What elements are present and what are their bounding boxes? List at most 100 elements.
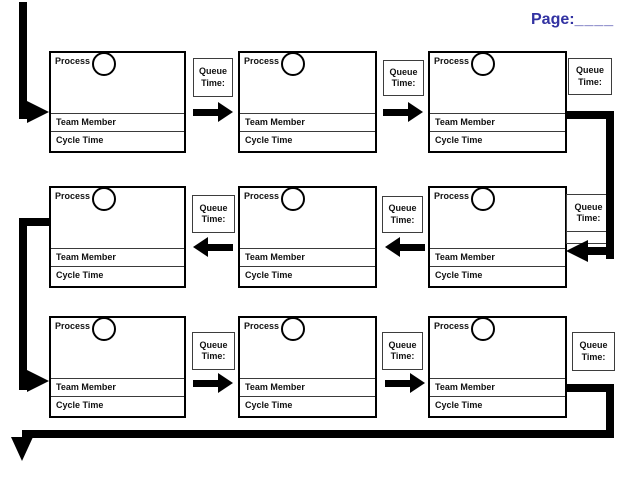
flow-connector-segment: [19, 218, 49, 226]
team-member-row[interactable]: Team Member: [51, 113, 184, 131]
cycle-time-row[interactable]: Cycle Time: [51, 266, 184, 286]
queue-time-box[interactable]: Queue Time:: [382, 196, 423, 233]
process-main-area[interactable]: Process: [430, 187, 565, 248]
queue-time-label: Queue Time:: [389, 66, 418, 88]
flow-arrowhead-right: [218, 373, 233, 393]
flow-connector-segment: [22, 430, 614, 438]
cycle-time-label: Cycle Time: [245, 135, 293, 145]
process-label: Process: [434, 191, 470, 201]
process-box: Process Team Member Cycle Time: [238, 186, 377, 288]
queue-time-label: Queue Time:: [388, 203, 417, 225]
process-box: Process Team Member Cycle Time: [238, 316, 377, 418]
process-step-circle[interactable]: [471, 187, 495, 211]
flow-connector-segment: [606, 111, 614, 259]
queue-time-box[interactable]: Queue Time:: [383, 60, 424, 96]
process-box: Process Team Member Cycle Time: [428, 186, 567, 288]
team-member-row[interactable]: Team Member: [430, 113, 565, 131]
process-box: Process Team Member Cycle Time: [49, 316, 186, 418]
queue-time-box[interactable]: Queue Time:: [566, 194, 611, 232]
cycle-time-row[interactable]: Cycle Time: [51, 131, 184, 151]
team-member-label: Team Member: [56, 382, 116, 392]
flow-connector-segment: [606, 384, 614, 438]
team-member-label: Team Member: [245, 252, 305, 262]
queue-time-label: Queue Time:: [579, 340, 608, 362]
cycle-time-label: Cycle Time: [245, 400, 293, 410]
queue-time-label: Queue Time:: [198, 66, 227, 88]
cycle-time-row[interactable]: Cycle Time: [240, 396, 375, 416]
flow-arrowhead-right: [218, 102, 233, 122]
cycle-time-label: Cycle Time: [245, 270, 293, 280]
team-member-label: Team Member: [435, 117, 495, 127]
team-member-label: Team Member: [56, 252, 116, 262]
cycle-time-row[interactable]: Cycle Time: [430, 131, 565, 151]
team-member-label: Team Member: [435, 252, 495, 262]
queue-time-label: Queue Time:: [575, 65, 604, 87]
cycle-time-row[interactable]: Cycle Time: [240, 131, 375, 151]
cycle-time-row[interactable]: Cycle Time: [430, 266, 565, 286]
process-main-area[interactable]: Process: [240, 52, 375, 113]
flow-arrowhead-right: [410, 373, 425, 393]
team-member-row[interactable]: Team Member: [430, 248, 565, 266]
process-main-area[interactable]: Process: [430, 52, 565, 113]
flow-connector-segment: [19, 2, 27, 119]
process-main-area[interactable]: Process: [240, 187, 375, 248]
team-member-row[interactable]: Team Member: [51, 248, 184, 266]
process-step-circle[interactable]: [281, 52, 305, 76]
queue-time-label: Queue Time:: [199, 339, 228, 361]
process-main-area[interactable]: Process: [51, 317, 184, 378]
process-step-circle[interactable]: [281, 317, 305, 341]
process-box: Process Team Member Cycle Time: [428, 51, 567, 153]
queue-time-label: Queue Time:: [199, 202, 228, 224]
flow-connector-segment: [566, 384, 614, 392]
queue-time-box[interactable]: Queue Time:: [192, 332, 235, 370]
team-member-label: Team Member: [56, 117, 116, 127]
flow-arrowhead-left: [566, 240, 588, 262]
queue-time-box[interactable]: Queue Time:: [572, 332, 615, 371]
process-step-circle[interactable]: [92, 52, 116, 76]
cycle-time-row[interactable]: Cycle Time: [240, 266, 375, 286]
flow-connector-segment: [19, 218, 27, 390]
cycle-time-label: Cycle Time: [435, 135, 483, 145]
process-step-circle[interactable]: [471, 317, 495, 341]
process-main-area[interactable]: Process: [240, 317, 375, 378]
cycle-time-row[interactable]: Cycle Time: [51, 396, 184, 416]
process-step-circle[interactable]: [281, 187, 305, 211]
team-member-label: Team Member: [435, 382, 495, 392]
process-step-circle[interactable]: [471, 52, 495, 76]
process-label: Process: [55, 191, 91, 201]
flow-arrowhead-right: [27, 101, 49, 123]
process-label: Process: [244, 321, 280, 331]
flow-connector-segment: [567, 111, 614, 119]
process-step-circle[interactable]: [92, 187, 116, 211]
cycle-time-row[interactable]: Cycle Time: [430, 396, 565, 416]
flow-connector-segment: [586, 247, 614, 255]
queue-time-box[interactable]: Queue Time:: [568, 58, 612, 95]
cycle-time-label: Cycle Time: [56, 400, 104, 410]
process-step-circle[interactable]: [92, 317, 116, 341]
process-main-area[interactable]: Process: [51, 187, 184, 248]
team-member-row[interactable]: Team Member: [240, 378, 375, 396]
queue-time-box[interactable]: Queue Time:: [193, 58, 233, 97]
flow-arrow-right: [385, 380, 410, 387]
cycle-time-label: Cycle Time: [56, 270, 104, 280]
process-label: Process: [434, 321, 470, 331]
process-main-area[interactable]: Process: [51, 52, 184, 113]
flow-arrow-left: [208, 244, 233, 251]
team-member-row[interactable]: Team Member: [240, 248, 375, 266]
page-number-blank[interactable]: ____: [574, 11, 615, 28]
queue-time-box[interactable]: Queue Time:: [382, 332, 423, 370]
team-member-row[interactable]: Team Member: [430, 378, 565, 396]
process-label: Process: [244, 191, 280, 201]
flow-arrowhead-down: [11, 437, 33, 461]
flow-arrow-right: [193, 380, 218, 387]
page-label: Page:: [531, 11, 575, 28]
process-label: Process: [55, 321, 91, 331]
cycle-time-label: Cycle Time: [435, 270, 483, 280]
process-main-area[interactable]: Process: [430, 317, 565, 378]
team-member-row[interactable]: Team Member: [240, 113, 375, 131]
cycle-time-label: Cycle Time: [435, 400, 483, 410]
team-member-row[interactable]: Team Member: [51, 378, 184, 396]
queue-time-box[interactable]: Queue Time:: [192, 195, 235, 233]
process-box: Process Team Member Cycle Time: [238, 51, 377, 153]
